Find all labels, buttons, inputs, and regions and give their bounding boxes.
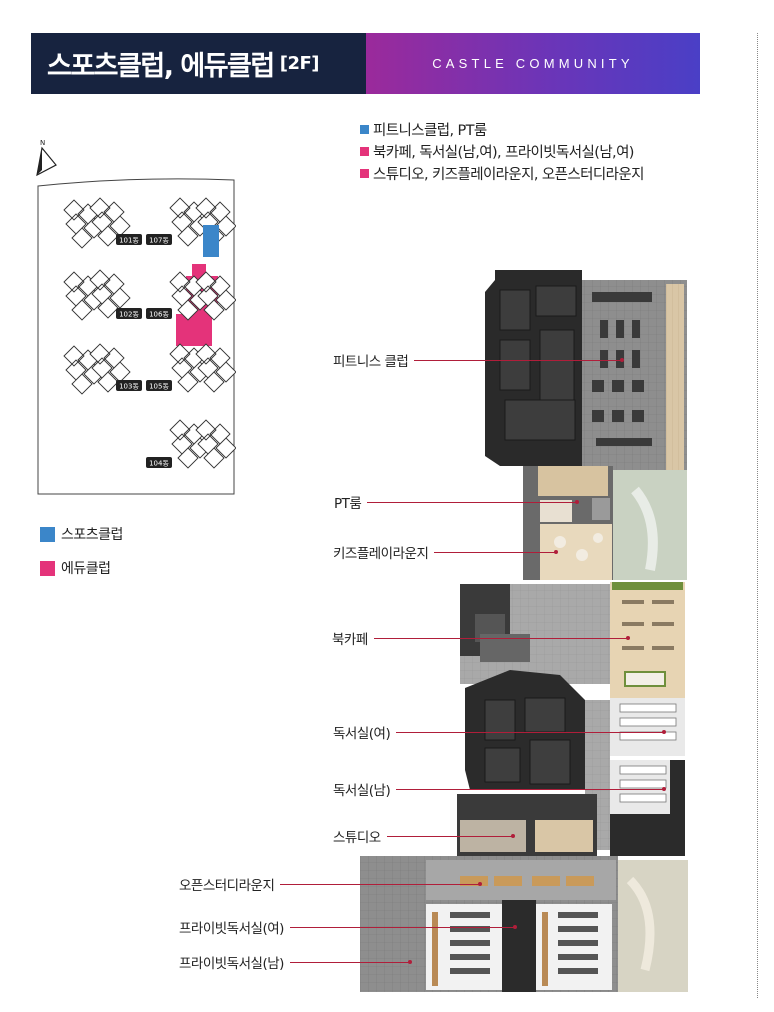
north-arrow-icon: N bbox=[36, 139, 57, 177]
building-102: 102동 bbox=[63, 269, 142, 321]
callout-reading-room-female: 독서실(여) bbox=[333, 722, 667, 742]
legend-item-sports: 스포츠클럽 bbox=[40, 526, 123, 543]
header-banner: 스포츠클럽, 에듀클럽 [2F] CASTLE COMMUNITY bbox=[31, 33, 700, 94]
top-legend-item: 스튜디오, 키즈플레이라운지, 오픈스터디라운지 bbox=[360, 162, 644, 184]
callout-kids-play-lounge: 키즈플레이라운지 bbox=[333, 542, 559, 562]
svg-text:104동: 104동 bbox=[149, 460, 169, 468]
building-101: 101동 bbox=[63, 197, 142, 249]
top-legend-label: 피트니스클럽, PT룸 bbox=[373, 122, 487, 139]
legend-swatch-edu bbox=[360, 168, 369, 178]
club-legend: 스포츠클럽 에듀클럽 bbox=[40, 526, 123, 594]
svg-text:107동: 107동 bbox=[149, 237, 169, 245]
svg-text:106동: 106동 bbox=[149, 311, 169, 319]
page-divider bbox=[757, 33, 758, 998]
top-legend: 피트니스클럽, PT룸 북카페, 독서실(남,여), 프라이빗독서실(남,여) … bbox=[360, 118, 644, 184]
callout-private-reading-female: 프라이빗독서실(여) bbox=[179, 917, 517, 937]
callout-book-cafe: 북카페 bbox=[332, 628, 630, 648]
svg-text:102동: 102동 bbox=[119, 311, 139, 319]
legend-swatch-edu bbox=[40, 560, 55, 576]
page-title: 스포츠클럽, 에듀클럽 bbox=[47, 51, 275, 82]
svg-text:105동: 105동 bbox=[149, 383, 169, 391]
callout-reading-room-male: 독서실(남) bbox=[333, 779, 667, 799]
building-103: 103동 bbox=[63, 343, 142, 395]
callout-studio: 스튜디오 bbox=[333, 826, 515, 846]
callout-private-reading-male: 프라이빗독서실(남) bbox=[179, 952, 412, 972]
legend-label: 에듀클럽 bbox=[61, 561, 111, 577]
legend-label: 스포츠클럽 bbox=[61, 527, 123, 543]
building-104: 104동 bbox=[146, 419, 236, 469]
callout-fitness-club: 피트니스 클럽 bbox=[333, 350, 625, 370]
building-106: 106동 bbox=[146, 264, 236, 346]
callout-open-study-lounge: 오픈스터디라운지 bbox=[179, 874, 483, 894]
building-107: 107동 bbox=[146, 197, 236, 257]
top-legend-item: 피트니스클럽, PT룸 bbox=[360, 118, 644, 140]
building-105: 105동 bbox=[146, 343, 236, 393]
floor-plan-rendering bbox=[360, 270, 688, 992]
top-legend-item: 북카페, 독서실(남,여), 프라이빗독서실(남,여) bbox=[360, 140, 644, 162]
legend-swatch-sports bbox=[360, 124, 369, 134]
legend-swatch-edu bbox=[360, 146, 369, 156]
legend-swatch-sports bbox=[40, 526, 55, 542]
site-plan-map: 101동 107동 102동 106동 103동 105동 bbox=[37, 178, 236, 495]
floor-label: [2F] bbox=[279, 53, 320, 74]
top-legend-label: 북카페, 독서실(남,여), 프라이빗독서실(남,여) bbox=[373, 144, 634, 161]
top-legend-label: 스튜디오, 키즈플레이라운지, 오픈스터디라운지 bbox=[373, 166, 644, 183]
legend-item-edu: 에듀클럽 bbox=[40, 560, 123, 577]
compass-letter: N bbox=[40, 139, 45, 147]
page-subtitle: CASTLE COMMUNITY bbox=[432, 56, 634, 71]
header-subtitle-block: CASTLE COMMUNITY bbox=[366, 33, 700, 94]
header-title-block: 스포츠클럽, 에듀클럽 [2F] bbox=[31, 33, 366, 94]
svg-text:101동: 101동 bbox=[119, 237, 139, 245]
svg-text:103동: 103동 bbox=[119, 383, 139, 391]
callout-pt-room: PT룸 bbox=[334, 492, 580, 512]
